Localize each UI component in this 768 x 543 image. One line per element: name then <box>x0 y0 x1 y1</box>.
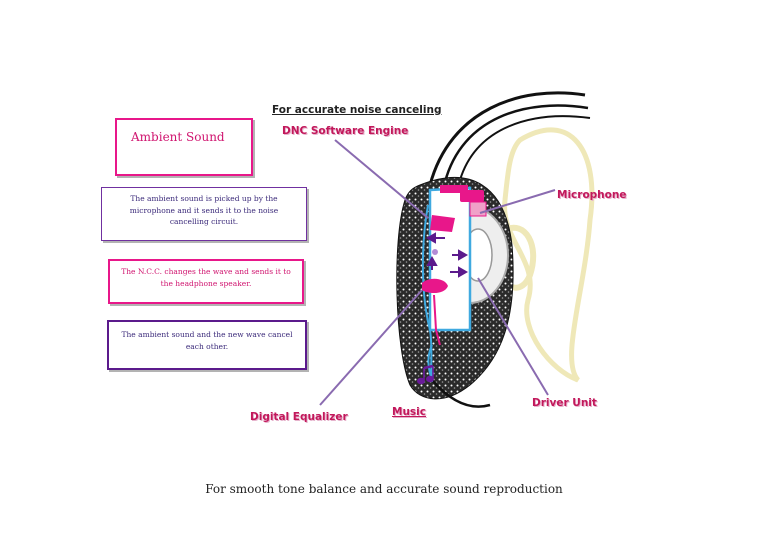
figure-caption: For smooth tone balance and accurate sou… <box>0 482 768 496</box>
cancel-description-box: The ambient sound and the new wave cance… <box>107 320 307 370</box>
label-driver-unit: Driver Unit <box>532 397 597 409</box>
ambient-sound-title: Ambient Sound <box>131 130 225 144</box>
label-digital-equalizer: Digital Equalizer <box>250 411 348 423</box>
pointer-dnc <box>335 140 428 218</box>
label-dnc-software-engine: DNC Software Engine <box>282 125 408 137</box>
housing <box>430 188 470 330</box>
label-microphone: Microphone <box>557 189 626 201</box>
diagram-title: For accurate noise canceling <box>272 104 442 116</box>
pickup-description-box: The ambient sound is picked up by the mi… <box>101 187 307 241</box>
dnc-chip <box>430 215 455 232</box>
ambient-sound-box: Ambient Sound <box>115 118 253 176</box>
ncc-description-box: The N.C.C. changes the wave and sends it… <box>108 259 304 304</box>
label-music: Music <box>392 406 426 418</box>
